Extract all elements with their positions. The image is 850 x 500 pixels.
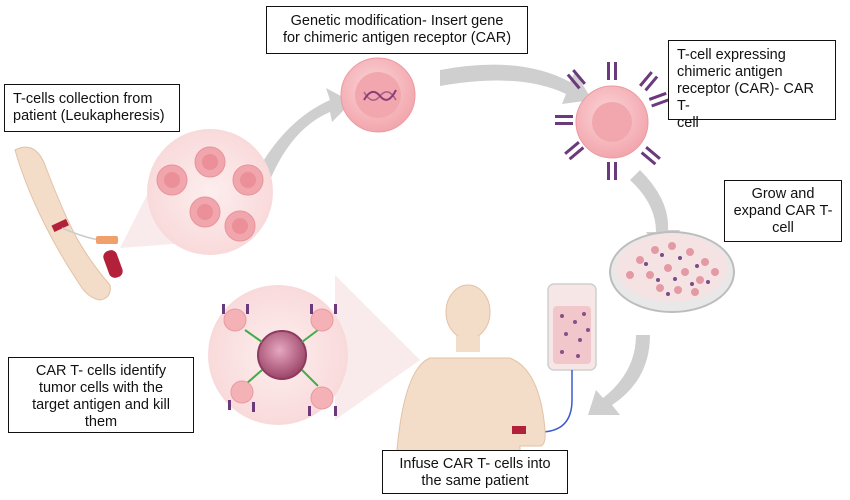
expressing-label-line: T-cell expressing [677, 47, 786, 63]
tumor-zoom [208, 285, 348, 425]
identify-label-line: CAR T- cells identify [35, 363, 167, 379]
modification-label-line: for chimeric antigen receptor (CAR) [282, 30, 512, 46]
arm-blood-draw-icon [14, 146, 118, 301]
patient-body-icon [394, 284, 546, 481]
identify-label-line: them [84, 414, 118, 430]
collection-label-line: T-cells collection from [13, 91, 153, 107]
grow-label-line: cell [772, 220, 794, 236]
identify-label-line: target antigen and kill [32, 397, 170, 413]
infuse-label-line: Infuse CAR T- cells into [399, 456, 551, 472]
infuse-label-line: the same patient [421, 473, 529, 489]
dna-cell [340, 57, 416, 133]
identify-label-line: tumor cells with the [38, 380, 164, 396]
arrow-dish-to-infusion [588, 335, 650, 415]
collection-label-line: patient (Leukapheresis) [13, 108, 165, 124]
grow-label-line: Grow and [751, 186, 815, 202]
modification-label-line: Genetic modification- Insert gene [290, 13, 504, 29]
expressing-label: T-cell expressing chimeric antigen recep… [668, 40, 836, 131]
expressing-label-line: cell [677, 115, 699, 131]
tumor-cell-icon [257, 330, 307, 380]
car-t-cell-icon [555, 62, 670, 180]
collection-label: T-cells collection from patient (Leukaph… [4, 84, 180, 132]
zoom-cone-tumor [335, 275, 420, 420]
arrow-collection-to-modification [255, 88, 352, 180]
grow-label-line: expand CAR T- [733, 203, 833, 219]
grow-label: Grow and expand CAR T- cell [724, 180, 842, 242]
identify-label: CAR T- cells identify tumor cells with t… [8, 357, 194, 433]
expressing-label-line: chimeric antigen [677, 64, 783, 80]
blood-tube-icon [103, 250, 123, 278]
expressing-label-line: receptor (CAR)- CAR T- [677, 81, 814, 114]
petri-dish-icon [609, 231, 735, 313]
modification-label: Genetic modification- Insert gene for ch… [266, 6, 528, 54]
arrow-modification-to-expression [440, 64, 592, 104]
infuse-label: Infuse CAR T- cells into the same patien… [382, 450, 568, 494]
iv-bag-icon [528, 283, 597, 433]
collected-t-cells [147, 129, 273, 255]
